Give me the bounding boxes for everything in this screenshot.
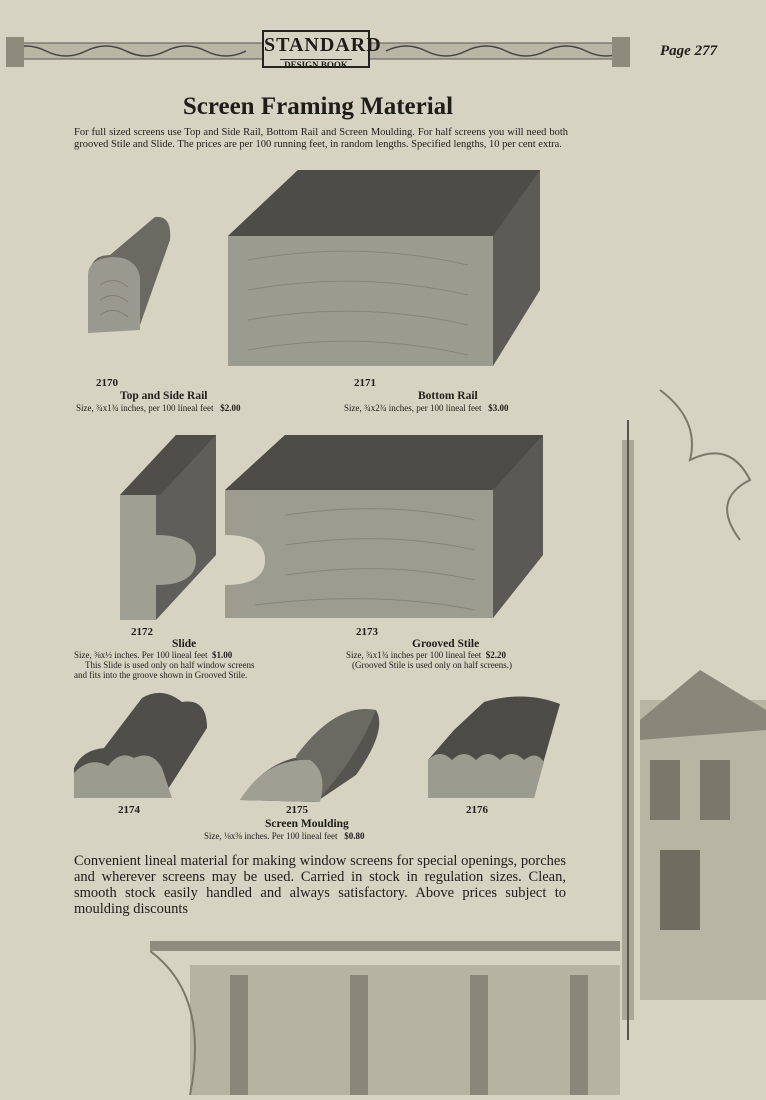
grooved-stile-illustration: [225, 435, 543, 618]
item-price-2173: $2.20: [485, 650, 506, 660]
item-note-2172-b: and fits into the groove shown in Groove…: [74, 670, 248, 680]
page-number: Page 277: [660, 43, 718, 59]
item-size-2172: Size, ⅜x½ inches. Per 100 lineal feet $1…: [74, 650, 233, 660]
item-name-slide: Slide: [172, 638, 197, 650]
logo-sub-text: DESIGN BOOK: [280, 59, 352, 70]
item-price-moulding: $0.80: [344, 831, 365, 841]
slide-illustration: [120, 435, 216, 620]
item-size-2170: Size, ¾x1¾ inches, per 100 lineal feet $…: [76, 403, 241, 413]
item-number-2172: 2172: [131, 626, 153, 638]
item-number-2175: 2175: [286, 804, 308, 816]
footer-paragraph: Convenient lineal material for making wi…: [74, 853, 566, 917]
house-engraving-decoration: [622, 389, 766, 1040]
item-name-top-side-rail: Top and Side Rail: [120, 390, 208, 402]
intro-paragraph: For full sized screens use Top and Side …: [74, 127, 568, 150]
moulding-2175-illustration: [240, 708, 380, 802]
moulding-2176-illustration: [428, 696, 560, 798]
moulding-2174-illustration: [74, 692, 207, 798]
bottom-rail-illustration: [228, 170, 540, 366]
item-size-2171: Size, ¾x2¾ inches, per 100 lineal feet $…: [344, 403, 509, 413]
standard-design-book-logo: STANDARD DESIGN BOOK: [262, 30, 382, 70]
logo-main-text: STANDARD: [264, 34, 382, 56]
item-price-2170: $2.00: [220, 403, 241, 413]
item-name-bottom-rail: Bottom Rail: [418, 390, 478, 402]
item-note-2172-a: This Slide is used only on half window s…: [85, 660, 255, 670]
item-size-moulding: Size, ⅛x⅜ inches. Per 100 lineal feet $0…: [204, 831, 365, 841]
porch-engraving-decoration: [150, 941, 620, 1096]
item-number-2174: 2174: [118, 804, 140, 816]
page-title: Screen Framing Material: [182, 93, 454, 120]
item-note-2173: (Grooved Stile is used only on half scre…: [352, 660, 512, 670]
item-number-2170: 2170: [96, 377, 118, 389]
item-name-screen-moulding: Screen Moulding: [265, 818, 349, 830]
item-price-2171: $3.00: [488, 403, 509, 413]
top-side-rail-illustration: [88, 216, 171, 333]
item-name-grooved-stile: Grooved Stile: [412, 638, 480, 650]
item-number-2171: 2171: [354, 377, 376, 389]
item-price-2172: $1.00: [211, 650, 233, 660]
item-size-2173: Size, ¾x1¾ inches per 100 lineal feet $2…: [346, 650, 506, 660]
item-number-2176: 2176: [466, 804, 488, 816]
item-number-2173: 2173: [356, 626, 378, 638]
